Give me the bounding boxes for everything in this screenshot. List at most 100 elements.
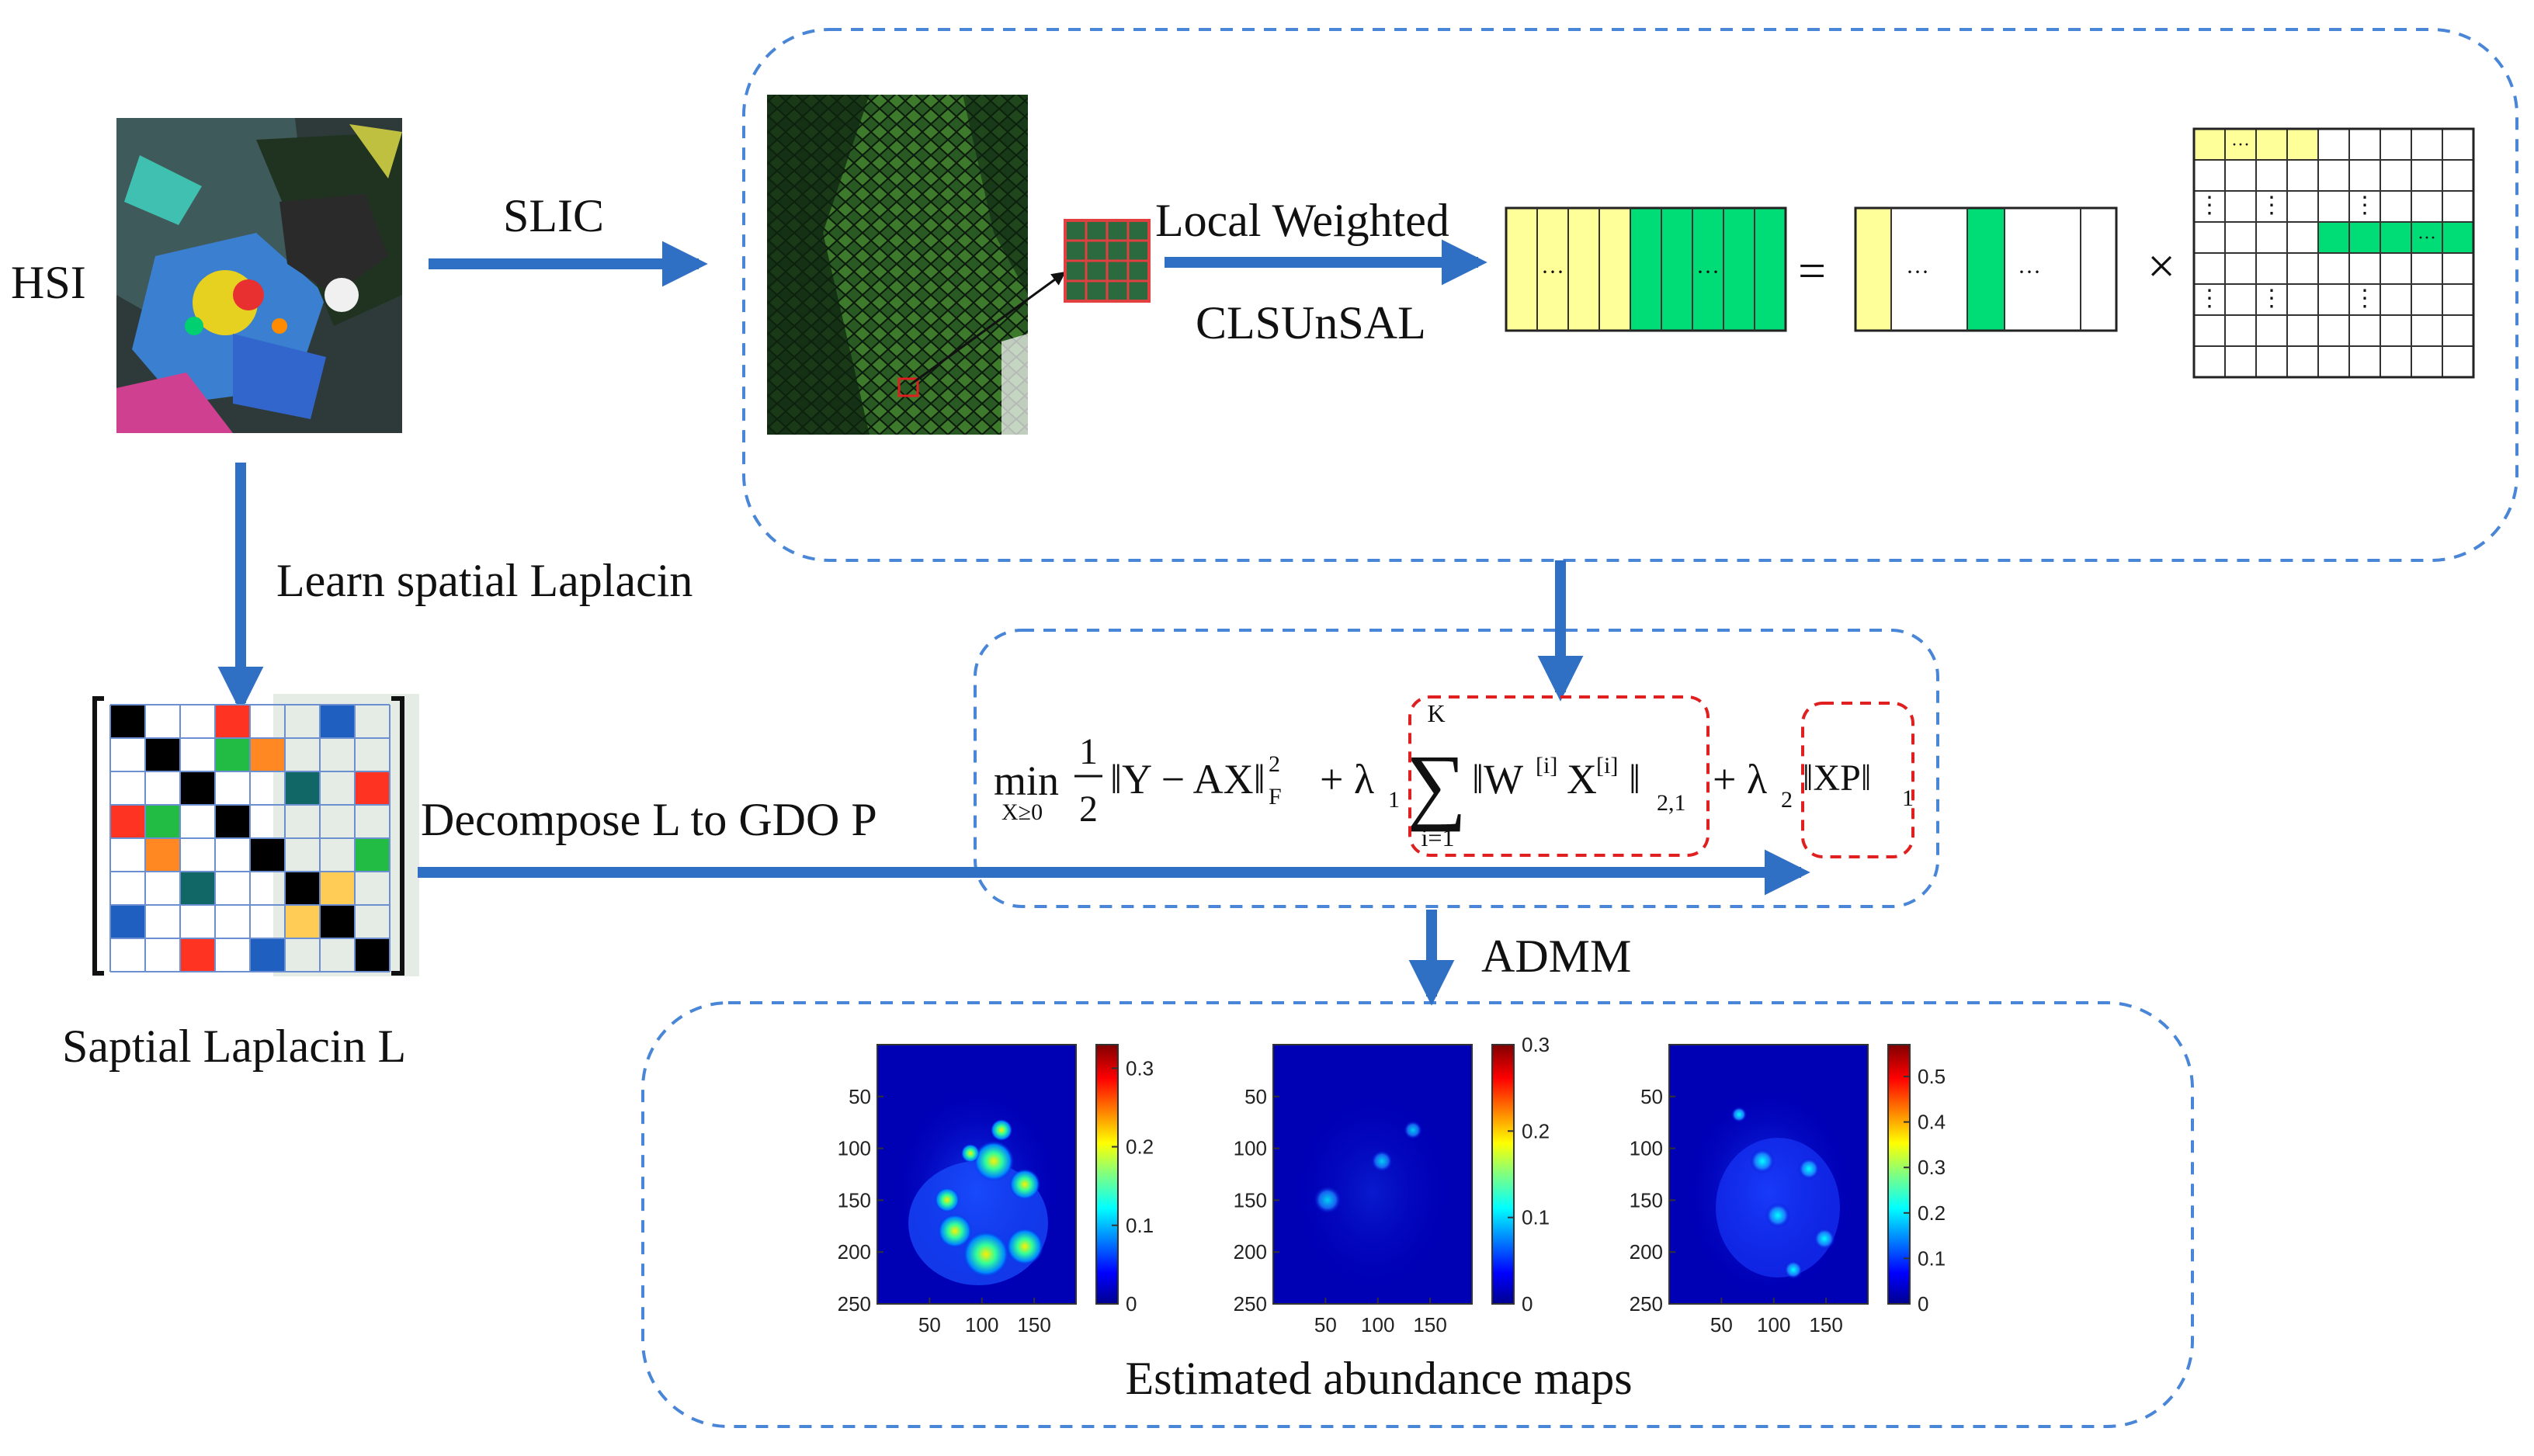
map2-xtick-2: 150 [1413, 1313, 1446, 1336]
objective-function-box [974, 629, 1939, 908]
matrix-x-ellipsis-1: ··· [2418, 228, 2436, 248]
colorbar1-tick-1: 0.2 [1126, 1135, 1154, 1159]
map1-ytick-1: 100 [838, 1137, 871, 1160]
map1-xtick-0: 50 [918, 1313, 941, 1336]
clsunsal-label: CLSUnSAL [1196, 297, 1426, 348]
colorbar1-tick-3: 0 [1126, 1292, 1137, 1316]
local-weighted-label: Local Weighted [1155, 195, 1449, 246]
matrix-x-ellipsis-0: ··· [2231, 135, 2250, 155]
map2-ytick-1: 100 [1234, 1137, 1267, 1160]
map2-ytick-4: 250 [1234, 1292, 1267, 1316]
map2-ytick-3: 200 [1234, 1240, 1267, 1264]
map2-ytick-0: 50 [1244, 1085, 1267, 1108]
matrix-y-ellipsis-2: ··· [1696, 259, 1720, 285]
plus-lambda1: + λ [1320, 756, 1374, 803]
abundance-map-2: 50 100 150 200 250 50 100 150 0.3 0.2 0.1 0 [1234, 1033, 1550, 1336]
colorbar2-tick-0: 0.3 [1522, 1033, 1550, 1056]
zoomed-superpixel-grid [1064, 219, 1151, 303]
matrix-a: ··· ··· [1854, 206, 2118, 332]
fro-sub: F [1269, 784, 1282, 809]
plus-lambda2: + λ [1713, 756, 1767, 803]
map1-ytick-0: 50 [849, 1085, 871, 1108]
x-term: X [1567, 756, 1597, 803]
matrix-x-vdots-3: ⋮ [2260, 192, 2283, 218]
colorbar3-tick-5: 0 [1918, 1292, 1928, 1316]
min-constraint: X≥0 [1001, 799, 1043, 825]
abundance-maps-box [641, 1001, 2194, 1428]
estimated-maps-label: Estimated abundance maps [1125, 1353, 1632, 1404]
map3-ytick-3: 200 [1630, 1240, 1663, 1264]
min-operator: min [994, 757, 1059, 804]
group-sub: 2,1 [1657, 790, 1686, 816]
map3-xtick-1: 100 [1757, 1313, 1790, 1336]
matrix-a-ellipsis-2: ··· [2018, 259, 2041, 285]
map1-ytick-2: 150 [838, 1188, 871, 1212]
colorbar-2 [1491, 1044, 1515, 1305]
learn-laplacian-label: Learn spatial Laplacin [276, 555, 693, 606]
colorbar2-tick-3: 0 [1522, 1292, 1533, 1316]
hsi-image [116, 118, 402, 433]
group-sparsity-highlight [1408, 695, 1710, 857]
fro-sup: 2 [1269, 751, 1280, 777]
matrix-a-ellipsis-1: ··· [1906, 259, 1929, 285]
map3-ytick-0: 50 [1640, 1085, 1663, 1108]
map3-xtick-2: 150 [1809, 1313, 1842, 1336]
colorbar3-tick-0: 0.5 [1918, 1065, 1946, 1088]
map3-ytick-4: 250 [1630, 1292, 1663, 1316]
fidelity-term: ‖Y − AX‖ [1110, 756, 1265, 803]
slic-label: SLIC [503, 190, 604, 241]
equals-sign: = [1798, 243, 1826, 298]
map3-ytick-1: 100 [1630, 1137, 1663, 1160]
abundance-image-1 [877, 1045, 1076, 1304]
colorbar-3 [1887, 1044, 1911, 1305]
matrix-x-vdots-2: ⋮ [2198, 192, 2221, 218]
map1-ytick-3: 200 [838, 1240, 871, 1264]
matrix-y: ··· ··· [1505, 206, 1787, 332]
matrix-x-vdots-6: ⋮ [2260, 286, 2283, 311]
lambda1-sub: 1 [1388, 787, 1400, 813]
matrix-y-ellipsis-1: ··· [1541, 259, 1564, 285]
decompose-label: Decompose L to GDO P [421, 794, 877, 845]
sum-upper: K [1427, 699, 1445, 727]
abundance-image-3 [1669, 1045, 1868, 1304]
w-sup: [i] [1536, 753, 1557, 778]
matrix-x-vdots-5: ⋮ [2198, 286, 2221, 311]
hsi-label: HSI [11, 257, 86, 308]
map2-xtick-1: 100 [1361, 1313, 1394, 1336]
admm-label: ADMM [1481, 931, 1631, 982]
group-close: ‖ [1629, 756, 1640, 803]
colorbar3-tick-4: 0.1 [1918, 1246, 1946, 1270]
tv-term-highlight [1801, 702, 1914, 858]
colorbar2-tick-2: 0.1 [1522, 1206, 1550, 1229]
colorbar-1 [1095, 1044, 1119, 1305]
colorbar3-tick-3: 0.2 [1918, 1201, 1946, 1225]
sum-lower: i=1 [1421, 823, 1455, 851]
map3-xtick-0: 50 [1710, 1313, 1733, 1336]
group-open-w: ‖W [1472, 756, 1523, 803]
half-numerator: 1 [1079, 731, 1098, 772]
tv-sub: 1 [1902, 785, 1914, 811]
map2-ytick-2: 150 [1234, 1188, 1267, 1212]
superpixel-image [767, 95, 1028, 435]
map1-xtick-1: 100 [965, 1313, 998, 1336]
times-sign: × [2147, 238, 2175, 293]
lambda2-sub: 2 [1781, 787, 1793, 813]
abundance-image-2 [1273, 1045, 1472, 1304]
x-sup: [i] [1596, 753, 1618, 778]
map1-xtick-2: 150 [1017, 1313, 1050, 1336]
map2-xtick-0: 50 [1314, 1313, 1337, 1336]
matrix-x-vdots-4: ⋮ [2353, 192, 2376, 218]
sum-symbol: ∑ [1406, 737, 1467, 832]
colorbar2-tick-1: 0.2 [1522, 1119, 1550, 1142]
tv-term: ‖XP‖ [1803, 757, 1871, 799]
map3-ytick-2: 150 [1630, 1188, 1663, 1212]
colorbar3-tick-1: 0.4 [1918, 1111, 1946, 1134]
half-denominator: 2 [1079, 789, 1098, 830]
colorbar1-tick-2: 0.1 [1126, 1214, 1154, 1237]
matrix-x-vdots-7: ⋮ [2353, 286, 2376, 311]
colorbar3-tick-2: 0.3 [1918, 1156, 1946, 1179]
zoom-arrow [909, 271, 1066, 387]
superpixel-unmixing-box [742, 28, 2518, 562]
selected-superpixel-marker [897, 377, 919, 397]
